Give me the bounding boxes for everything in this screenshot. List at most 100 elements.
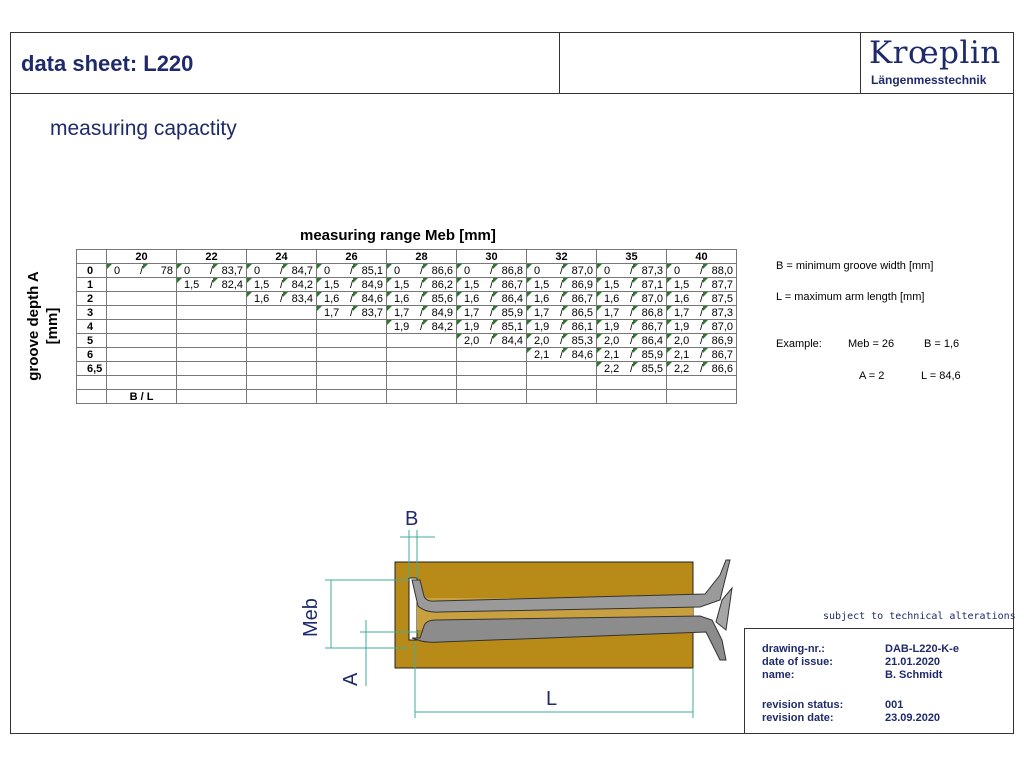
corner-mark — [457, 264, 462, 269]
tb-label-date-issue: date of issue: — [762, 656, 833, 668]
cell-b-value: 2,1 — [604, 349, 620, 361]
corner-mark — [107, 264, 112, 269]
cell-b-value: 2,0 — [464, 335, 480, 347]
cell-l-value: 86,5 — [571, 307, 593, 319]
corner-mark — [633, 278, 638, 283]
lower-arm — [411, 615, 727, 661]
tb-label-drawing-nr: drawing-nr.: — [762, 643, 825, 655]
corner-mark — [353, 292, 358, 297]
alterations-note: subject to technical alterations — [823, 611, 1016, 622]
table-cell: 0/88,0 — [666, 263, 737, 278]
corner-mark — [493, 334, 498, 339]
sheet-title: data sheet: L220 — [21, 51, 194, 76]
table-cell: 1,5/86,7 — [456, 277, 527, 292]
tb-label-revision-date: revision date: — [762, 712, 834, 724]
tb-value-drawing-nr: DAB-L220-K-e — [885, 643, 959, 655]
corner-mark — [667, 278, 672, 283]
cell-b-value: 0 — [534, 265, 541, 277]
cell-separator: / — [210, 265, 214, 277]
corner-mark — [493, 264, 498, 269]
corner-mark — [597, 348, 602, 353]
corner-mark — [527, 320, 532, 325]
cell-l-value: 85,1 — [361, 265, 383, 277]
cell-b-value: 0 — [464, 265, 471, 277]
cell-b-value: 1,5 — [534, 279, 550, 291]
cell-separator: / — [630, 321, 634, 333]
cell-l-value: 84,9 — [431, 307, 453, 319]
cell-l-value: 84,4 — [501, 335, 523, 347]
table-cell: 0/86,8 — [456, 263, 527, 278]
table-cell: 2,1/84,6 — [526, 347, 597, 362]
cell-b-value: 1,6 — [394, 293, 410, 305]
corner-mark — [493, 320, 498, 325]
cell-l-value: 86,8 — [501, 265, 523, 277]
table-cell: 1,7/86,5 — [526, 305, 597, 320]
corner-mark — [387, 278, 392, 283]
table-cell: 1,5/87,1 — [596, 277, 667, 292]
cell-b-value: 2,1 — [534, 349, 550, 361]
cell-separator: / — [420, 321, 424, 333]
cell-separator: / — [630, 279, 634, 291]
corner-mark — [667, 292, 672, 297]
corner-mark — [563, 264, 568, 269]
corner-mark — [597, 320, 602, 325]
cell-separator: / — [630, 363, 634, 375]
corner-mark — [703, 348, 708, 353]
tb-value-revision-status: 001 — [885, 699, 904, 711]
cell-separator: / — [700, 265, 704, 277]
cell-separator: / — [700, 349, 704, 361]
cell-separator: / — [630, 349, 634, 361]
table-cell: 1,7/86,8 — [596, 305, 667, 320]
cell-l-value: 87,3 — [641, 265, 663, 277]
cell-l-value: 86,7 — [571, 293, 593, 305]
table-cell: 1,7/84,9 — [386, 305, 457, 320]
corner-mark — [563, 306, 568, 311]
corner-mark — [353, 264, 358, 269]
corner-mark — [353, 278, 358, 283]
cell-b-value: 0 — [394, 265, 401, 277]
cell-l-value: 84,2 — [291, 279, 313, 291]
example-b: B = 1,6 — [924, 338, 960, 350]
corner-mark — [597, 292, 602, 297]
cell-separator: / — [560, 349, 564, 361]
tb-value-name: B. Schmidt — [885, 669, 943, 681]
cell-l-value: 86,1 — [571, 321, 593, 333]
cell-b-value: 2,0 — [674, 335, 690, 347]
cell-separator: / — [560, 335, 564, 347]
corner-mark — [317, 264, 322, 269]
table-title: measuring range Meb [mm] — [300, 227, 496, 244]
corner-mark — [493, 278, 498, 283]
cell-l-value: 86,9 — [711, 335, 733, 347]
cell-separator: / — [490, 321, 494, 333]
cell-separator: / — [420, 265, 424, 277]
cell-l-value: 86,7 — [641, 321, 663, 333]
section-title: measuring capactity — [50, 117, 237, 140]
cell-l-value: 84,6 — [361, 293, 383, 305]
corner-mark — [563, 292, 568, 297]
cell-separator: / — [280, 279, 284, 291]
cell-l-value: 85,1 — [501, 321, 523, 333]
table-cell: 0/78 — [106, 263, 177, 278]
cell-l-value: 84,9 — [361, 279, 383, 291]
cell-separator: / — [490, 279, 494, 291]
cell-b-value: 1,7 — [394, 307, 410, 319]
corner-mark — [387, 320, 392, 325]
corner-mark — [633, 292, 638, 297]
corner-mark — [423, 292, 428, 297]
corner-mark — [597, 362, 602, 367]
cell-l-value: 84,2 — [431, 321, 453, 333]
cell-separator: / — [630, 307, 634, 319]
cell-l-value: 87,3 — [711, 307, 733, 319]
corner-mark — [527, 334, 532, 339]
table-cell: 1,5/84,9 — [316, 277, 387, 292]
cell-separator: / — [700, 293, 704, 305]
corner-mark — [527, 264, 532, 269]
corner-mark — [423, 306, 428, 311]
cell-l-value: 82,4 — [221, 279, 243, 291]
table-cell: 1,6/86,4 — [456, 291, 527, 306]
table-cell: 1,7/83,7 — [316, 305, 387, 320]
corner-mark — [667, 348, 672, 353]
